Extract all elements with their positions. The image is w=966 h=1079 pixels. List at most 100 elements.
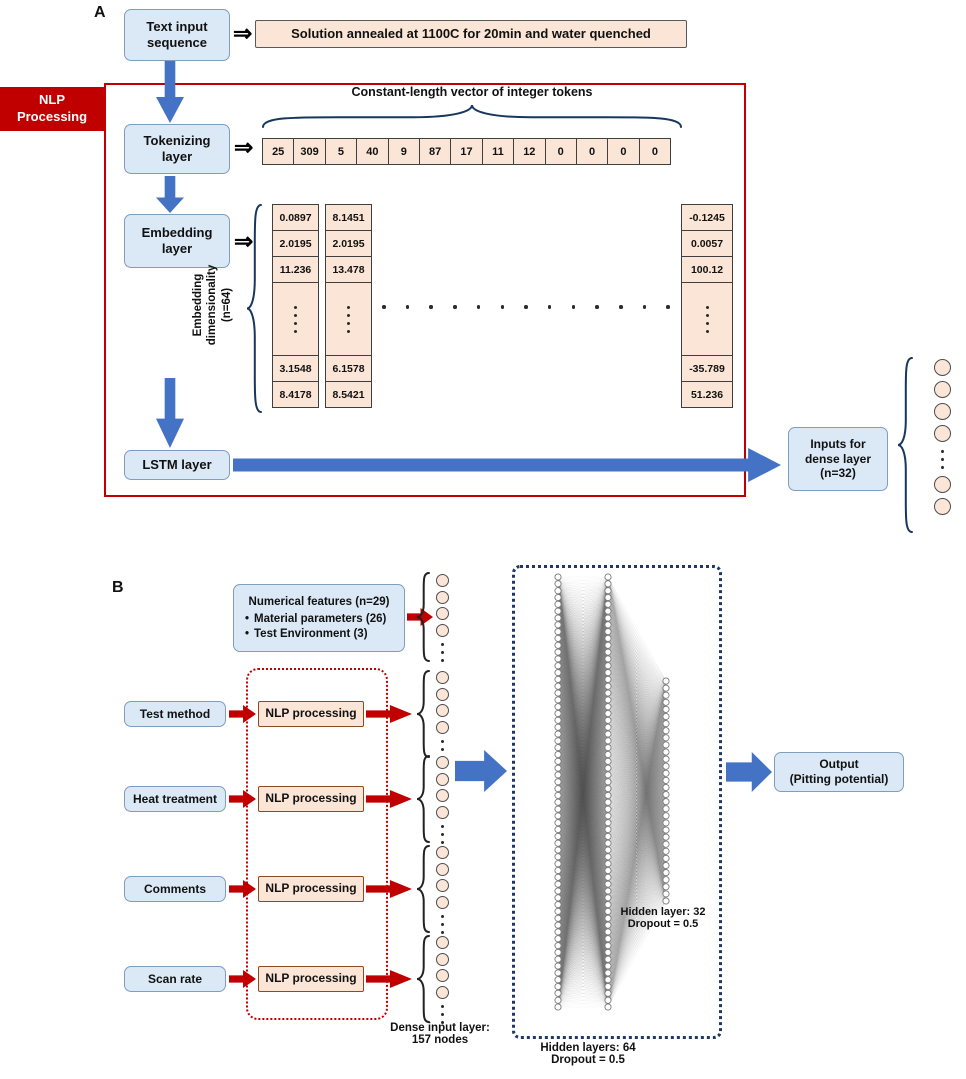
feature-nodes bbox=[436, 671, 449, 761]
dot bbox=[571, 305, 576, 309]
text-feature-input-box: Comments bbox=[124, 876, 226, 902]
dot bbox=[347, 329, 350, 333]
ellipsis-cell bbox=[272, 282, 319, 356]
double-arrow-icon: ⇒ bbox=[233, 20, 253, 46]
node-circle bbox=[934, 403, 951, 420]
embedding-value-cell: -35.789 bbox=[681, 355, 733, 382]
token-vector-caption: Constant-length vector of integer tokens bbox=[351, 85, 593, 99]
embedding-brace bbox=[246, 204, 262, 413]
embedding-dim-label: Embedding dimensionality (n=64) bbox=[192, 264, 233, 346]
embedding-value-cell: 6.1578 bbox=[325, 355, 372, 382]
node-circle bbox=[436, 772, 449, 786]
dot bbox=[441, 747, 444, 751]
text-feature-input-box: Scan rate bbox=[124, 966, 226, 992]
node-circle bbox=[436, 789, 449, 802]
dot bbox=[500, 305, 505, 309]
network-connections bbox=[557, 576, 667, 1008]
embedding-value-cell: 2.0195 bbox=[272, 230, 319, 257]
text-feature-input-box: Test method bbox=[124, 701, 226, 727]
embedding-value-cell: 8.4178 bbox=[272, 381, 319, 408]
dot bbox=[441, 840, 444, 844]
dot bbox=[441, 739, 444, 743]
node-circle bbox=[436, 846, 449, 859]
node-circle bbox=[436, 756, 449, 769]
numerical-features-box: Numerical features (n=29) Material param… bbox=[233, 584, 405, 652]
node-circle bbox=[934, 381, 951, 398]
embedding-value-cell: 8.5421 bbox=[325, 381, 372, 408]
double-arrow-icon: ⇒ bbox=[234, 228, 254, 254]
bullet-test-environment: Test Environment (3) bbox=[242, 627, 396, 641]
group-brace bbox=[416, 845, 430, 933]
feature-nodes bbox=[436, 936, 449, 1026]
node-circle bbox=[436, 687, 449, 701]
dot bbox=[547, 305, 552, 309]
feature-nodes bbox=[436, 756, 449, 846]
dot bbox=[441, 1020, 444, 1024]
node-circle bbox=[436, 607, 449, 620]
output-box: Output (Pitting potential) bbox=[774, 752, 904, 792]
group-brace bbox=[416, 572, 430, 662]
embedding-value-cell: 3.1548 bbox=[272, 355, 319, 382]
embedding-value-cell: -0.1245 bbox=[681, 204, 733, 231]
token-cell: 25 bbox=[262, 138, 295, 165]
node-circle bbox=[436, 720, 449, 734]
embedding-value-cell: 0.0057 bbox=[681, 230, 733, 257]
node-circle bbox=[436, 590, 449, 604]
text-input-sequence-box: Text input sequence bbox=[124, 9, 230, 61]
embedding-layer-box: Embedding layer bbox=[124, 214, 230, 268]
dot bbox=[405, 305, 410, 309]
dot bbox=[666, 305, 670, 309]
network-nodes bbox=[554, 573, 670, 1011]
dense-input-caption: Dense input layer: 157 nodes bbox=[390, 1022, 490, 1046]
panel-a-label: A bbox=[94, 4, 106, 21]
token-cell: 0 bbox=[575, 138, 609, 165]
dot bbox=[453, 305, 457, 309]
token-cell: 9 bbox=[387, 138, 420, 165]
node-circle bbox=[436, 952, 449, 966]
node-circle bbox=[934, 359, 951, 376]
token-cell: 12 bbox=[513, 138, 546, 165]
double-arrow-icon: ⇒ bbox=[234, 134, 254, 160]
node-circle bbox=[436, 805, 449, 819]
node-circle bbox=[436, 879, 449, 892]
group-brace bbox=[416, 670, 430, 758]
dot bbox=[705, 329, 709, 333]
node-circle bbox=[436, 936, 449, 949]
embedding-value-cell: 2.0195 bbox=[325, 230, 372, 257]
dot bbox=[595, 305, 599, 309]
node-circle bbox=[436, 895, 449, 909]
dot bbox=[294, 305, 297, 309]
dot bbox=[705, 321, 709, 325]
token-brace bbox=[262, 104, 682, 128]
dot bbox=[476, 305, 481, 309]
dot bbox=[429, 305, 433, 309]
node-circle bbox=[436, 574, 449, 587]
dot bbox=[619, 305, 623, 309]
dot bbox=[347, 313, 350, 317]
nlp-processing-box: NLP processing bbox=[258, 786, 364, 812]
dot bbox=[347, 321, 350, 325]
dot bbox=[347, 305, 350, 309]
ellipsis-cell bbox=[681, 282, 733, 356]
token-cell: 0 bbox=[544, 138, 577, 165]
node-circle bbox=[436, 671, 449, 684]
dot bbox=[441, 914, 444, 918]
right-arrow-icon bbox=[455, 750, 507, 792]
embedding-value-cell: 0.0897 bbox=[272, 204, 319, 231]
feature-nodes bbox=[436, 846, 449, 936]
dense-inputs-box: Inputs for dense layer (n=32) bbox=[788, 427, 888, 491]
token-cell: 87 bbox=[418, 138, 452, 165]
dot bbox=[441, 642, 444, 646]
node-circle bbox=[436, 969, 449, 982]
ellipsis-cell bbox=[325, 282, 372, 356]
dot bbox=[441, 650, 444, 654]
node-circle bbox=[934, 425, 951, 442]
dot bbox=[441, 1004, 444, 1008]
input-sentence-box: Solution annealed at 1100C for 20min and… bbox=[255, 20, 687, 48]
dot bbox=[642, 305, 647, 309]
nlp-processing-group-region bbox=[246, 668, 388, 1020]
group-brace bbox=[416, 935, 430, 1023]
dot bbox=[294, 329, 297, 333]
